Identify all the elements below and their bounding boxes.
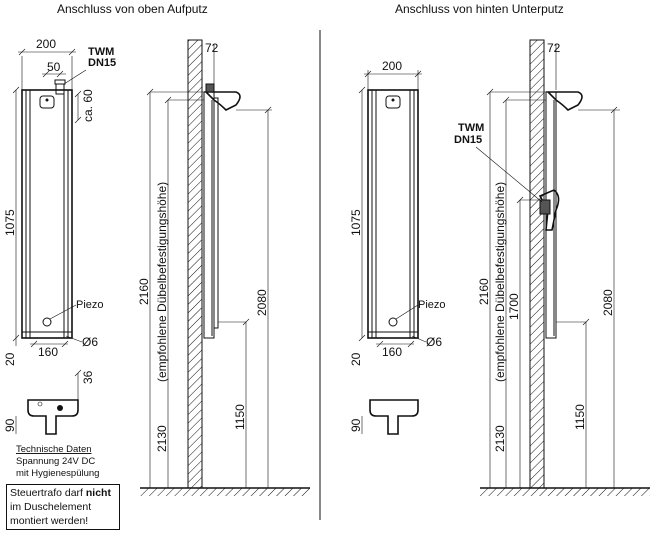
warning-text-3: montiert werden! <box>10 515 89 527</box>
tech-line2: mit Hygienespülung <box>16 468 99 479</box>
right-dim-2160: 2160 <box>477 278 491 305</box>
right-dim-2080: 2080 <box>601 289 615 316</box>
left-dim-50: 50 <box>47 60 61 74</box>
left-title: Anschluss von oben Aufputz <box>57 2 208 16</box>
left-twm-label: TWM <box>88 46 114 58</box>
right-title: Anschluss von hinten Unterputz <box>395 2 564 16</box>
right-dn-label: DN15 <box>454 134 482 146</box>
left-section-view: 36 90 <box>3 369 95 435</box>
right-piezo-label: Piezo <box>418 299 446 311</box>
right-dim-72: 72 <box>547 41 561 55</box>
left-dim-160: 160 <box>38 345 58 359</box>
right-dim-160: 160 <box>382 345 402 359</box>
left-dim-hole: Ø6 <box>82 335 98 349</box>
tech-line1: Spannung 24V DC <box>16 456 95 467</box>
right-dim-1075: 1075 <box>349 209 363 236</box>
right-section-view: 90 <box>349 399 419 435</box>
left-dim-36: 36 <box>81 370 95 384</box>
warning-box: Steuertrafo darf nicht im Duschelement m… <box>6 484 120 530</box>
right-side-view: TWM DN15 72 2160 (empfohlene Dübelbefest… <box>454 39 650 496</box>
right-dim-1700: 1700 <box>507 293 521 320</box>
left-dn-label: DN15 <box>88 57 116 69</box>
left-dim-200: 200 <box>36 37 56 51</box>
left-dim-72: 72 <box>205 41 219 55</box>
right-dim-200: 200 <box>382 59 402 73</box>
left-dim-2130: 2130 <box>155 425 169 452</box>
left-dim-2080: 2080 <box>255 289 269 316</box>
left-piezo-label: Piezo <box>76 299 104 311</box>
warning-text-1: Steuertrafo darf <box>10 487 86 499</box>
right-dim-hole: Ø6 <box>426 335 442 349</box>
left-dim-1075: 1075 <box>3 209 17 236</box>
left-dim-90: 90 <box>3 418 17 432</box>
right-dim-recommended: (empfohlene Dübelbefestigungshöhe) <box>493 182 507 382</box>
left-dim-recommended: (empfohlene Dübelbefestigungshöhe) <box>155 182 169 382</box>
left-dim-20: 20 <box>3 352 17 366</box>
left-dim-1150: 1150 <box>233 404 247 430</box>
warning-bold: nicht <box>85 487 111 499</box>
left-dim-ca60: ca. 60 <box>81 89 95 122</box>
right-dim-1150: 1150 <box>573 404 587 430</box>
right-dim-20: 20 <box>349 352 363 366</box>
tech-heading: Technische Daten <box>16 444 92 455</box>
right-dim-2130: 2130 <box>493 425 507 452</box>
warning-text-2: im Duschelement <box>10 501 92 513</box>
left-dim-2160: 2160 <box>137 278 151 305</box>
right-dim-90: 90 <box>349 418 363 432</box>
left-side-view: 72 2160 (empfohlene Dübelbefestigungshöh… <box>137 39 310 496</box>
right-front-view: Piezo 200 1075 20 160 Ø6 <box>349 59 446 366</box>
right-twm-label: TWM <box>458 122 484 134</box>
left-front-view: Piezo 200 50 TWM DN15 ca. 60 1075 20 1 <box>3 37 116 366</box>
